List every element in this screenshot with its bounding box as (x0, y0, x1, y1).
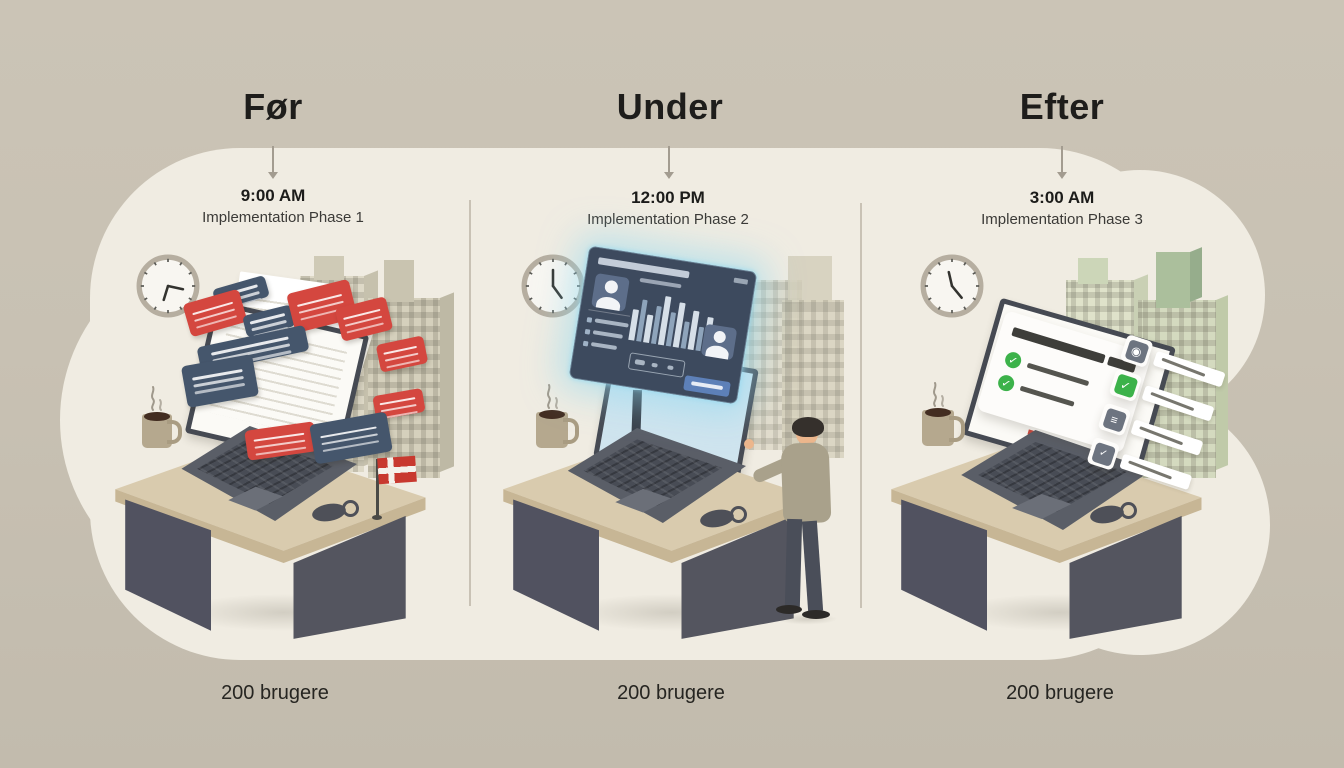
person-hair (792, 417, 824, 437)
mouse-cable-icon (342, 500, 359, 517)
person-leg (801, 520, 824, 612)
building-rooftop (1156, 252, 1190, 308)
phase-before: Implementation Phase 1 (202, 209, 364, 226)
avatar-icon (591, 272, 630, 312)
steam-icon (151, 386, 162, 411)
dashboard-primary-button (683, 375, 731, 398)
desk (500, 438, 830, 643)
desk (112, 438, 442, 643)
dashboard-search-field (627, 352, 686, 378)
steam-icon (933, 382, 944, 407)
person-torso (780, 442, 832, 524)
person-figure (744, 415, 854, 635)
building-rooftop (1078, 258, 1108, 284)
mouse-cable-icon (730, 506, 747, 523)
dashboard-menu-label (590, 342, 618, 351)
person-shoe (776, 605, 802, 614)
time-after: 3:00 AM (1029, 188, 1095, 207)
arrow-down-icon (1057, 146, 1067, 179)
dashboard-menu-label (592, 330, 623, 339)
clock-icon (920, 254, 984, 318)
person-leg (784, 518, 803, 608)
divider-during-after (860, 203, 862, 608)
header-during: Under (616, 86, 724, 127)
desk (888, 438, 1218, 643)
mouse-cable-icon (1120, 502, 1137, 519)
clock-icon (521, 254, 585, 318)
users-before: 200 brugere (221, 682, 329, 704)
time-during: 12:00 PM (631, 188, 705, 207)
header-before: Før (243, 86, 303, 127)
building-rooftop (384, 260, 414, 302)
dashboard-menu-row (584, 328, 591, 335)
clock-icon (136, 254, 200, 318)
phase-during: Implementation Phase 2 (587, 211, 749, 228)
header-after: Efter (1019, 86, 1105, 127)
divider-before-during (469, 200, 471, 606)
dashboard-menu-row (582, 340, 589, 347)
arrow-down-icon (664, 146, 674, 179)
arrow-down-icon (268, 146, 278, 179)
person-hand (744, 439, 754, 449)
coffee-mug-icon (922, 407, 965, 446)
dashboard-menu-row (586, 317, 593, 323)
building-rooftop (314, 256, 344, 280)
coffee-mug-icon (536, 409, 579, 448)
check-icon: ✓ (996, 373, 1017, 394)
dashboard-screen (568, 245, 758, 405)
window-controls-icon (733, 277, 749, 285)
laptop-base (548, 428, 746, 523)
status-label (1130, 419, 1204, 456)
building-rooftop-side (1190, 247, 1202, 302)
card-line (1019, 385, 1075, 407)
status-label (1119, 453, 1193, 491)
danish-flag-icon (370, 455, 417, 521)
status-label (1141, 385, 1215, 422)
check-icon: ✓ (1003, 350, 1024, 371)
steam-icon (547, 384, 558, 409)
dashboard-divider (588, 309, 631, 317)
users-during: 200 brugere (617, 682, 725, 704)
person-shoe (802, 610, 830, 619)
dashboard-menu-label (594, 318, 629, 328)
time-before: 9:00 AM (240, 186, 306, 205)
phase-after: Implementation Phase 3 (981, 211, 1143, 228)
users-after: 200 brugere (1006, 682, 1114, 704)
coffee-mug-icon (142, 411, 183, 448)
card-line (1026, 362, 1090, 387)
building-side (440, 292, 454, 472)
avatar-icon (700, 323, 738, 361)
building-rooftop (788, 256, 832, 302)
